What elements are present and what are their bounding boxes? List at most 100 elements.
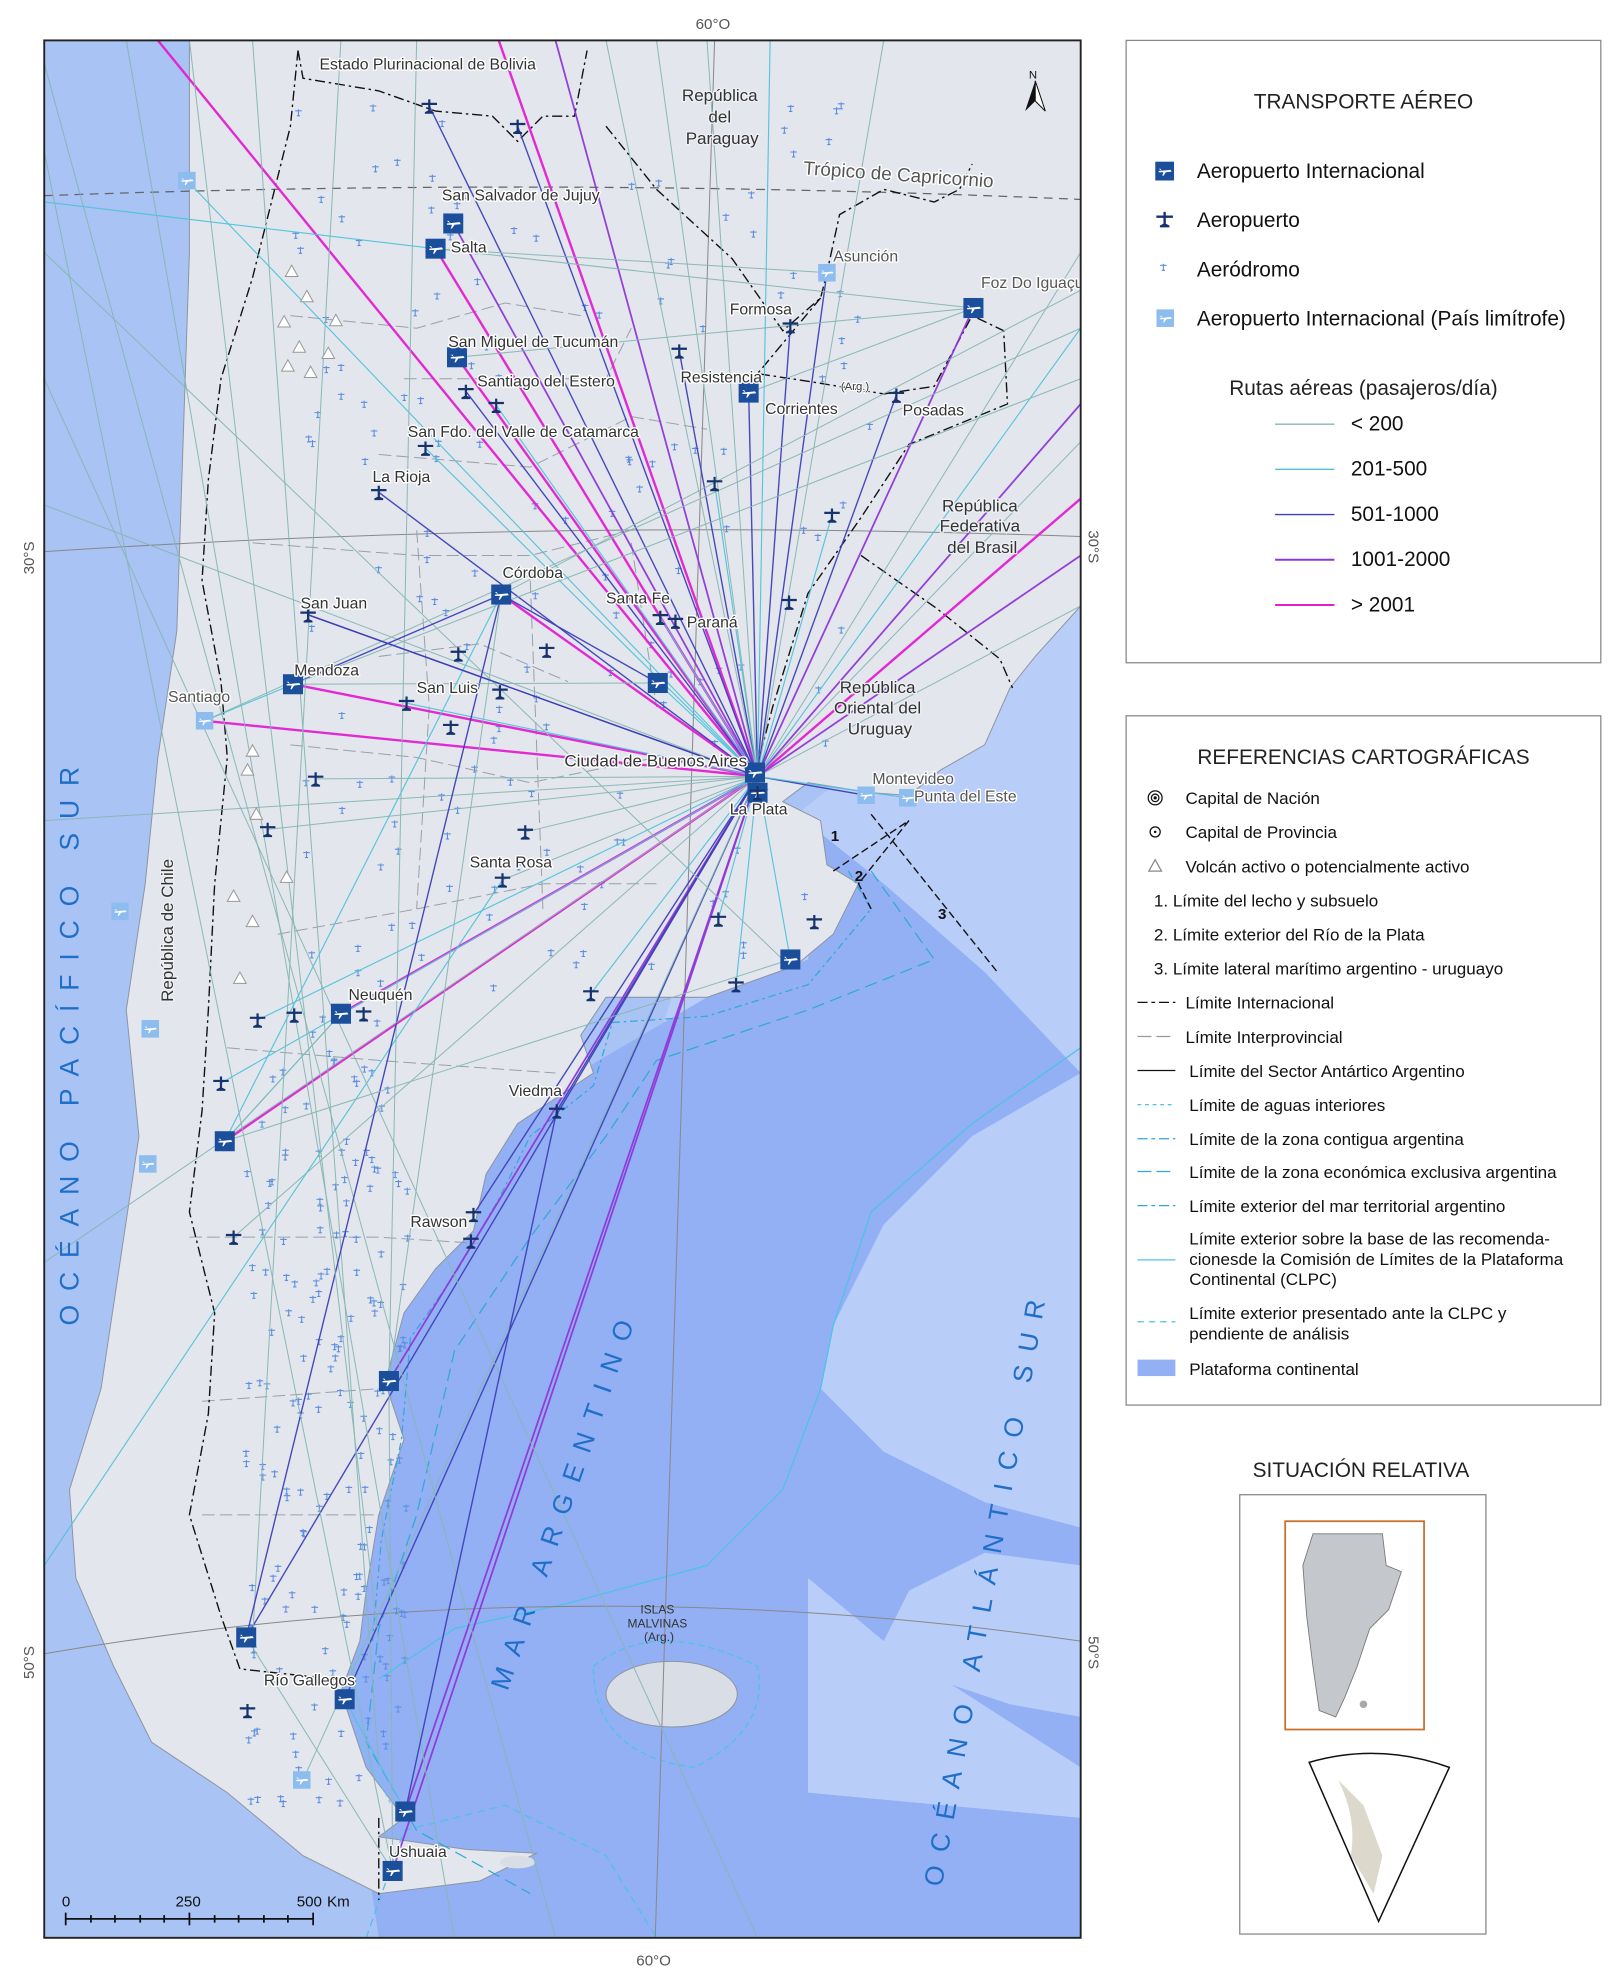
air-route xyxy=(500,593,659,684)
neighbor-intl-airport-icon[interactable] xyxy=(818,263,836,282)
air-route xyxy=(590,776,758,994)
air-route xyxy=(659,617,758,777)
label-brasil-2: Federativa xyxy=(940,516,1021,535)
label-brasil-1: República xyxy=(942,496,1018,515)
air-route xyxy=(257,775,758,1021)
air-route xyxy=(756,403,1081,777)
intl-airport-icon[interactable] xyxy=(214,1131,235,1152)
city-label: Santiago del Estero xyxy=(477,373,615,390)
inset-argentina xyxy=(1302,1533,1402,1718)
neighbor-intl-airport-icon[interactable] xyxy=(195,712,214,730)
label-pacific-ocean: OCÉANO PACÍFICO SUR xyxy=(54,753,84,1326)
neighbor-intl-airport-icon[interactable] xyxy=(292,1771,311,1789)
air-route xyxy=(756,514,833,777)
scale-bar: 0 250 500 Km xyxy=(62,1893,350,1926)
volcano-icon xyxy=(226,264,344,984)
legend-transport-title: TRANSPORTE AÉREO xyxy=(1254,91,1473,114)
intl-airport-icon[interactable] xyxy=(780,949,801,970)
air-route xyxy=(756,776,791,960)
neighbor-intl-airport-icon[interactable] xyxy=(141,1020,160,1038)
north-label: N xyxy=(1029,69,1037,81)
city-label: San Miguel de Tucumán xyxy=(448,334,618,351)
intl-airport-icon[interactable] xyxy=(378,1370,399,1392)
lateral-maritime-limit xyxy=(832,813,998,973)
city-label: Punta del Este xyxy=(914,789,1017,806)
intl-airport-icon[interactable] xyxy=(443,213,464,234)
malvinas-islands xyxy=(605,1660,738,1728)
air-route xyxy=(44,775,758,1263)
intl-airport-icon[interactable] xyxy=(236,1627,257,1648)
air-route xyxy=(756,497,1081,778)
city-label: Paraná xyxy=(687,614,738,631)
air-route xyxy=(757,40,885,777)
intl-airport-icon[interactable] xyxy=(330,1003,352,1024)
air-route xyxy=(267,775,758,830)
legend-item-line: Continental (CLPC) xyxy=(1189,1270,1337,1289)
legend-item: Límite exterior presentado ante la CLPC … xyxy=(1189,1304,1511,1343)
label-malvinas: ISLAS MALVINAS (Arg.) xyxy=(628,1602,691,1644)
intl-airport-icon[interactable] xyxy=(425,238,446,259)
city-label: La Rioja xyxy=(372,469,430,486)
legend-cartographic-title: REFERENCIAS CARTOGRÁFICAS xyxy=(1197,746,1529,769)
city-label: Formosa xyxy=(730,301,792,318)
air-route xyxy=(497,40,759,777)
intl-airport-icon[interactable] xyxy=(744,762,766,783)
clpc-outer-limit xyxy=(378,1047,1081,1680)
intl-airport-icon[interactable] xyxy=(382,1860,403,1882)
legend-item: Límite de la zona contigua argentina xyxy=(1189,1130,1464,1149)
legend-item: Aeropuerto Internacional xyxy=(1197,160,1425,183)
capital-province-icon xyxy=(1149,826,1161,838)
graticule-lat50-right: 50°S xyxy=(1084,1636,1101,1669)
graticule-lon-top: 60°O xyxy=(696,16,731,33)
route-legend-label: 501-1000 xyxy=(1351,503,1439,526)
air-route xyxy=(757,554,1081,778)
legend-item-line: pendiente de análisis xyxy=(1189,1324,1349,1343)
air-route xyxy=(502,775,758,881)
legend-item: Límite de aguas interiores xyxy=(1189,1096,1385,1115)
neighbor-intl-airport-icon[interactable] xyxy=(857,786,875,805)
neighbor-intl-airport-icon[interactable] xyxy=(111,902,129,921)
intl-airport-icon[interactable] xyxy=(334,1689,355,1710)
legend-item-line: Límite exterior presentado ante la CLPC … xyxy=(1189,1304,1507,1323)
route-legend-label: 201-500 xyxy=(1351,458,1427,481)
air-route xyxy=(516,126,759,777)
air-route xyxy=(435,248,827,274)
label-malvinas-2: MALVINAS xyxy=(628,1616,688,1630)
city-label: Viedma xyxy=(509,1083,562,1100)
city-label: Foz Do Iguaçu xyxy=(981,275,1084,292)
label-uruguay-2: Oriental del xyxy=(834,698,921,717)
map-frame[interactable]: Estado Plurinacional de Bolivia Repúblic… xyxy=(44,40,1084,1938)
air-route xyxy=(495,404,758,777)
city-label: Rawson xyxy=(410,1214,467,1231)
air-route xyxy=(656,40,759,777)
label-malvinas-3: (Arg.) xyxy=(644,1630,674,1644)
air-route xyxy=(756,40,771,777)
intl-airport-icon xyxy=(1155,161,1175,181)
legend-item: 3. Límite lateral marítimo argentino - u… xyxy=(1154,960,1503,979)
neighbor-intl-airport-icon[interactable] xyxy=(138,1155,157,1173)
city-label: Posadas xyxy=(903,402,964,419)
label-uruguay-3: Uruguay xyxy=(848,720,913,739)
air-routes-layer xyxy=(44,40,1081,1938)
legend-item: Volcán activo o potencialmente activo xyxy=(1185,857,1469,876)
neighbor-intl-airport-icon[interactable] xyxy=(178,171,196,190)
legend-item-line: Límite exterior sobre la base de las rec… xyxy=(1189,1230,1550,1249)
relative-situation-title: SITUACIÓN RELATIVA xyxy=(1253,1459,1470,1482)
intl-airport-icon[interactable] xyxy=(647,672,668,694)
air-route xyxy=(252,40,342,1642)
city-label: San Juan xyxy=(301,595,368,612)
north-arrow-icon xyxy=(1025,80,1036,112)
air-route xyxy=(245,594,502,1638)
air-route xyxy=(406,702,758,777)
deep-ocean xyxy=(883,1552,1081,1717)
city-label: San Salvador de Jujuy xyxy=(442,188,600,205)
intl-airport-icon[interactable] xyxy=(395,1801,416,1822)
legend-item-line: cionesde la Comisión de Límites de la Pl… xyxy=(1189,1250,1563,1269)
air-route xyxy=(224,594,502,1142)
air-route xyxy=(456,307,974,358)
air-route xyxy=(156,40,759,778)
air-route xyxy=(757,775,908,799)
air-route xyxy=(224,1013,342,1142)
intl-airport-icon[interactable] xyxy=(963,297,984,319)
intl-airport-icon[interactable] xyxy=(491,584,512,605)
